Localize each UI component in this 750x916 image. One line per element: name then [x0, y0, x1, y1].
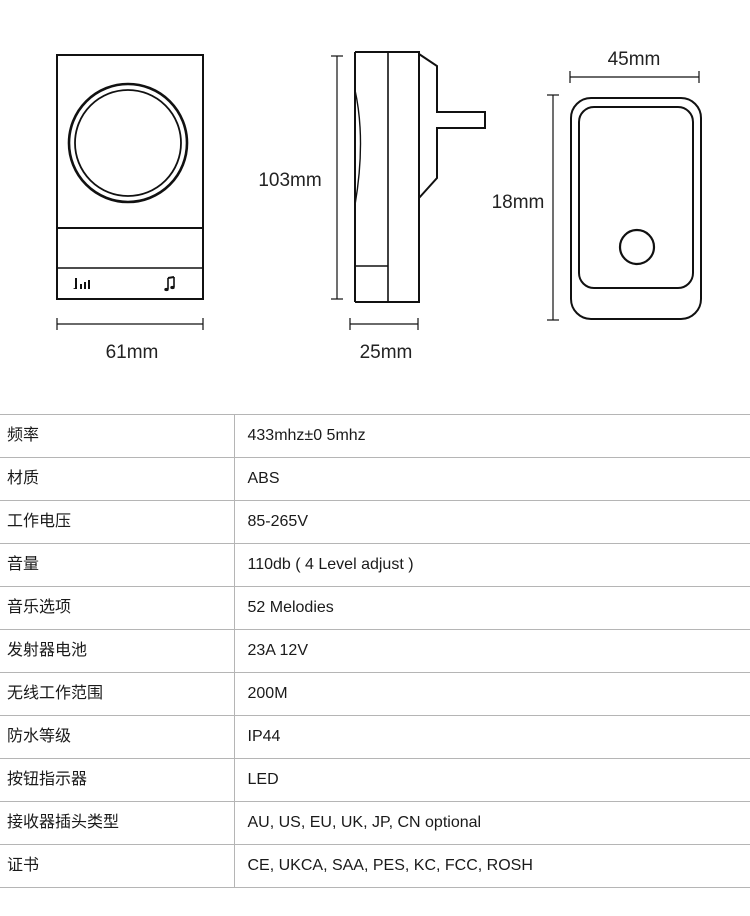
spec-value: 85-265V: [233, 500, 750, 544]
spec-label: 工作电压: [0, 500, 234, 544]
table-row: 材质 ABS: [0, 457, 750, 501]
table-row: 发射器电池 23A 12V: [0, 629, 750, 673]
spec-label: 音量: [0, 543, 234, 587]
height-dimension-line: [331, 55, 343, 300]
spec-value: 200M: [233, 672, 750, 716]
table-row: 音乐选项 52 Melodies: [0, 586, 750, 630]
spec-label: 音乐选项: [0, 586, 234, 630]
spec-value: AU, US, EU, UK, JP, CN optional: [233, 801, 750, 845]
spec-label: 防水等级: [0, 715, 234, 759]
spec-label: 接收器插头类型: [0, 801, 234, 845]
spec-value: 433mhz±0 5mhz: [233, 414, 750, 458]
spec-value: CE, UKCA, SAA, PES, KC, FCC, ROSH: [233, 844, 750, 888]
spec-label: 频率: [0, 414, 234, 458]
spec-value: 110db ( 4 Level adjust ): [233, 543, 750, 587]
spec-label: 无线工作范围: [0, 672, 234, 716]
volume-bars-icon: [73, 278, 90, 289]
transmitter-button-view: [570, 97, 702, 320]
table-row: 无线工作范围 200M: [0, 672, 750, 716]
spec-value: 23A 12V: [233, 629, 750, 673]
button-height-label: 18mm: [492, 192, 545, 213]
side-depth-label: 25mm: [360, 342, 413, 363]
spec-value: ABS: [233, 457, 750, 501]
music-note-icon: [164, 276, 175, 292]
spec-value: IP44: [233, 715, 750, 759]
spec-label: 证书: [0, 844, 234, 888]
spec-label: 发射器电池: [0, 629, 234, 673]
spec-label: 按钮指示器: [0, 758, 234, 802]
spec-value: 52 Melodies: [233, 586, 750, 630]
table-row: 接收器插头类型 AU, US, EU, UK, JP, CN optional: [0, 801, 750, 845]
front-width-label: 61mm: [106, 342, 159, 363]
button-width-label: 45mm: [608, 49, 661, 70]
spec-label: 材质: [0, 457, 234, 501]
table-row: 防水等级 IP44: [0, 715, 750, 759]
table-row: 音量 110db ( 4 Level adjust ): [0, 543, 750, 587]
receiver-side-view: [354, 51, 486, 303]
spec-table: 频率 433mhz±0 5mhz 材质 ABS 工作电压 85-265V 音量 …: [0, 414, 750, 888]
table-row: 工作电压 85-265V: [0, 500, 750, 544]
table-row: 按钮指示器 LED: [0, 758, 750, 802]
table-row: 频率 433mhz±0 5mhz: [0, 414, 750, 458]
depth-dimension-line: [349, 318, 419, 330]
button-width-dimension-line: [569, 71, 700, 83]
receiver-front-view: [56, 54, 204, 300]
button-height-dimension-line: [547, 94, 559, 321]
spec-value: LED: [233, 758, 750, 802]
width-dimension-line: [56, 318, 204, 330]
product-dimension-drawings: 61mm 103mm 25mm 45mm: [56, 49, 702, 363]
side-height-label: 103mm: [258, 170, 321, 191]
table-row: 证书 CE, UKCA, SAA, PES, KC, FCC, ROSH: [0, 844, 750, 888]
